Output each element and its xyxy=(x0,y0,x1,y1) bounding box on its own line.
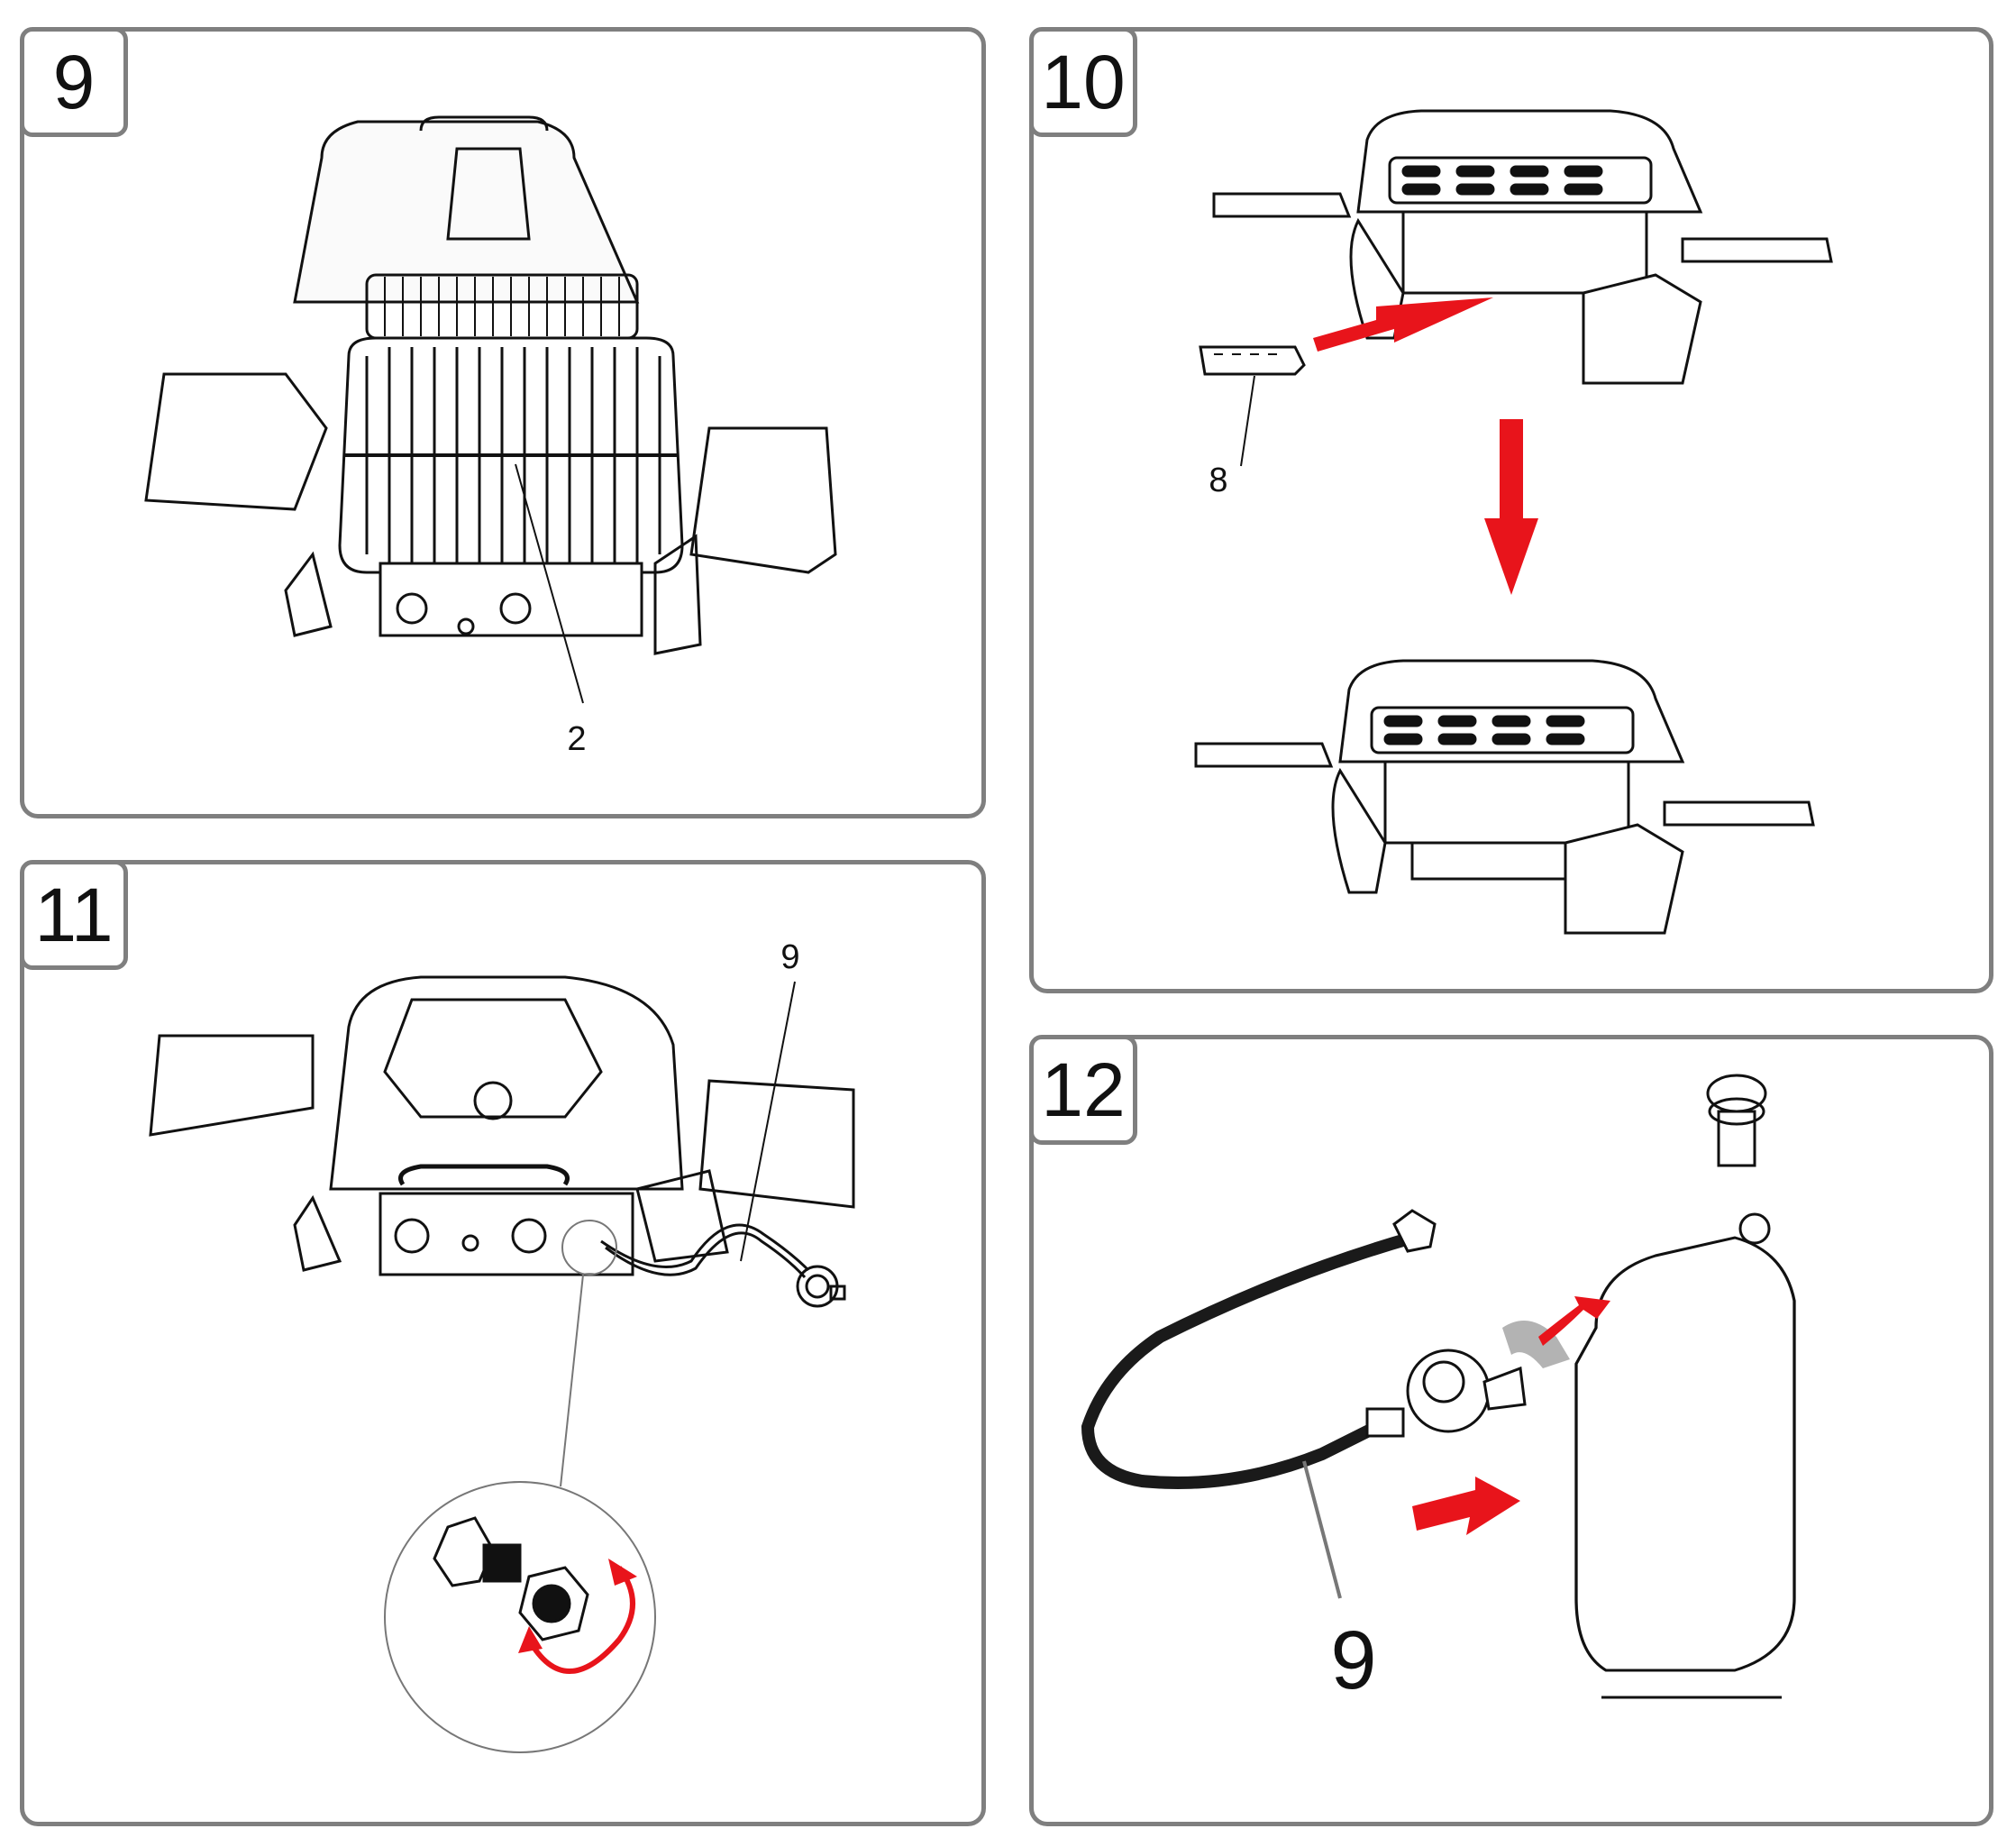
step-11-badge: 11 xyxy=(20,860,128,970)
step-9-drawing: 2 xyxy=(144,115,837,758)
part-label-2: 2 xyxy=(567,720,586,758)
fitting-detail xyxy=(384,1481,656,1753)
drip-tray-icon xyxy=(1199,345,1306,376)
part-label-8: 8 xyxy=(1209,462,1227,499)
gas-hose-icon xyxy=(1081,1231,1414,1489)
step-10-drawing: 8 xyxy=(1194,109,1833,935)
step-12-badge: 12 xyxy=(1029,1035,1137,1145)
rotate-arrow-icon xyxy=(526,1566,635,1674)
step-12-drawing: 9 xyxy=(1081,1074,1796,1706)
grill-closed-icon xyxy=(1212,109,1833,385)
step-11-drawing: 9 xyxy=(149,938,855,1753)
part-label-9: 9 xyxy=(780,938,799,976)
rotate-arrow-icon xyxy=(1538,1296,1610,1346)
grey-arrow-icon xyxy=(1502,1321,1570,1368)
part-label-9-large: 9 xyxy=(1330,1614,1376,1706)
arrow-down-icon xyxy=(1484,419,1538,595)
regulator-icon xyxy=(1365,1349,1527,1438)
grill-closed-icon xyxy=(149,975,855,1276)
step-9-badge: 9 xyxy=(20,27,128,137)
gas-cylinder-icon xyxy=(1574,1074,1796,1699)
step-9-panel: 9 xyxy=(20,27,986,818)
step-12-panel: 12 xyxy=(1029,1035,1993,1826)
step-10-panel: 10 8 xyxy=(1029,27,1993,993)
arrow-right-icon xyxy=(1412,1477,1520,1535)
regulator-icon xyxy=(796,1265,846,1308)
grill-open-icon xyxy=(144,115,837,655)
step-10-badge: 10 xyxy=(1029,27,1137,137)
gas-hose-icon xyxy=(600,1223,810,1279)
arrow-right-icon xyxy=(1313,297,1493,352)
step-11-panel: 11 9 xyxy=(20,860,986,1826)
